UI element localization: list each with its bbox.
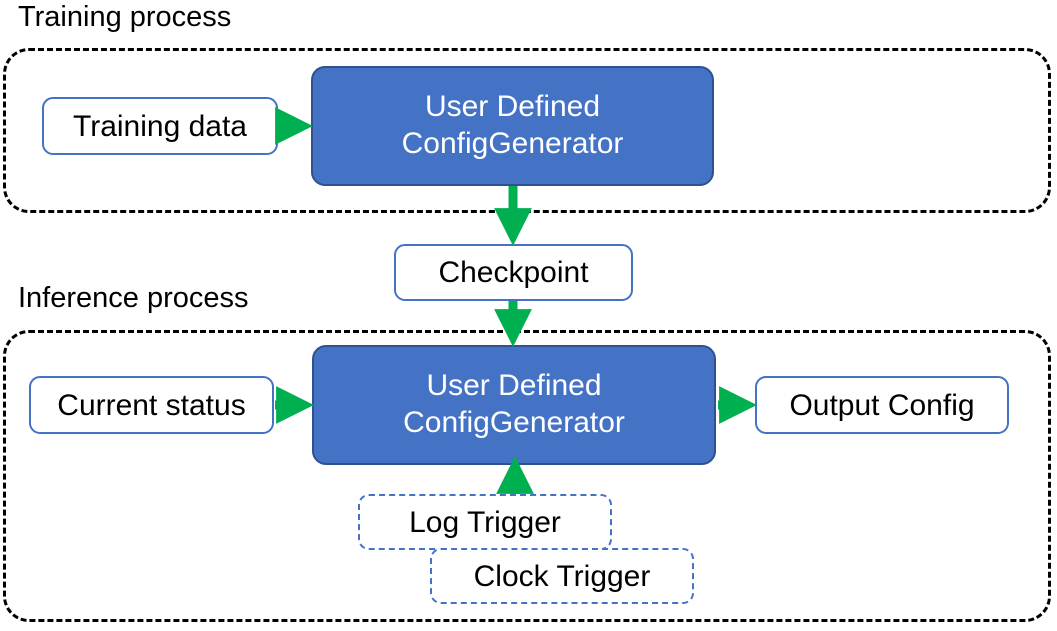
inference-config-generator-node[interactable]: User Defined ConfigGenerator: [312, 345, 716, 465]
log-trigger-node[interactable]: Log Trigger: [358, 494, 612, 550]
training-config-generator-line1: User Defined: [424, 90, 601, 124]
output-config-node[interactable]: Output Config: [755, 376, 1009, 434]
inference-config-generator-line2: ConfigGenerator: [403, 406, 625, 439]
training-data-node[interactable]: Training data: [42, 97, 278, 155]
current-status-node[interactable]: Current status: [29, 376, 274, 434]
clock-trigger-node[interactable]: Clock Trigger: [430, 548, 694, 604]
checkpoint-node[interactable]: Checkpoint: [394, 244, 633, 301]
inference-config-generator-line1: User Defined: [426, 369, 602, 403]
inference-process-label: Inference process: [16, 282, 251, 314]
training-config-generator-node[interactable]: User Defined ConfigGenerator: [311, 66, 714, 186]
training-config-generator-line2: ConfigGenerator: [401, 127, 624, 160]
training-process-label: Training process: [16, 1, 234, 33]
